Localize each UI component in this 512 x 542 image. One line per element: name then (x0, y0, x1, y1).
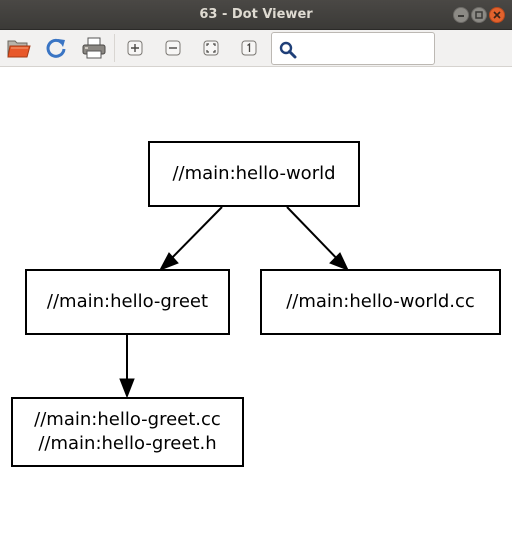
close-icon (493, 11, 501, 19)
zoom-fit-button[interactable] (198, 35, 224, 61)
maximize-icon (475, 11, 483, 19)
search-box[interactable] (271, 32, 435, 65)
graph-node-hello-world-cc[interactable]: //main:hello-world.cc (260, 269, 501, 335)
printer-icon (82, 37, 106, 59)
minimize-button[interactable] (453, 7, 469, 23)
node-label: //main:hello-greet (46, 291, 209, 312)
window-title: 63 - Dot Viewer (199, 7, 313, 22)
open-button[interactable] (6, 35, 32, 61)
graph-canvas[interactable]: //main:hello-world //main:hello-greet //… (0, 67, 512, 542)
reload-button[interactable] (43, 35, 69, 61)
reload-icon (46, 38, 66, 58)
node-label: //main:hello-world.cc (286, 291, 475, 312)
print-button[interactable] (81, 35, 107, 61)
search-icon (279, 41, 297, 59)
edge-arrowhead (158, 252, 179, 271)
node-label: //main:hello-greet.cc (34, 409, 221, 430)
toolbar-separator (114, 34, 115, 62)
zoom-100-button[interactable] (236, 35, 262, 61)
zoom-out-icon (165, 40, 181, 56)
zoom-in-icon (127, 40, 143, 56)
search-input[interactable] (298, 37, 432, 62)
edge-arrowhead (119, 378, 135, 399)
toolbar (0, 30, 512, 67)
node-label: //main:hello-world (172, 163, 336, 184)
minimize-icon (458, 15, 464, 17)
maximize-button[interactable] (471, 7, 487, 23)
node-label: //main:hello-greet.h (38, 433, 217, 454)
zoom-in-button[interactable] (122, 35, 148, 61)
folder-open-icon (7, 40, 31, 58)
close-button[interactable] (489, 7, 505, 23)
graph-edges (119, 206, 349, 399)
graph-node-hello-greet-src[interactable]: //main:hello-greet.cc //main:hello-greet… (11, 397, 244, 467)
title-bar[interactable]: 63 - Dot Viewer (0, 0, 512, 30)
zoom-out-button[interactable] (160, 35, 186, 61)
graph-node-hello-world[interactable]: //main:hello-world (148, 141, 360, 207)
zoom-100-icon (241, 40, 257, 56)
graph-node-hello-greet[interactable]: //main:hello-greet (25, 269, 230, 335)
zoom-fit-icon (203, 40, 219, 56)
edge-arrowhead (329, 252, 349, 271)
